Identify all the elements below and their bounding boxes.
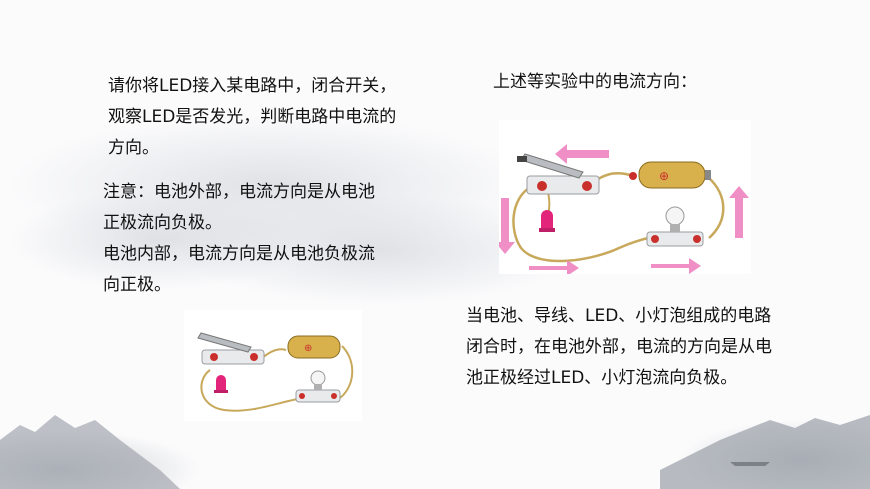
wire (261, 348, 287, 359)
conclusion-line-3: 池正极经过LED、小灯泡流向负极。 (466, 368, 738, 388)
led-icon (216, 375, 226, 390)
conclusion-line-1: 当电池、导线、LED、小灯泡组成的电路 (466, 306, 772, 326)
current-arrow-left (499, 198, 515, 254)
circuit-figure-small: ⊕ (184, 310, 362, 421)
switch-base (201, 349, 265, 365)
switch-lever (197, 332, 252, 353)
note-line-3: 电池内部，电流方向是从电池负极流 (103, 244, 375, 264)
circuit-figure-with-arrows: ⊕ (499, 120, 751, 274)
wire (200, 369, 305, 412)
bulb-icon (310, 370, 326, 386)
conclusion-paragraph: 当电池、导线、LED、小灯泡组成的电路 闭合时，在电池外部，电流的方向是从电 池… (466, 301, 772, 394)
intro-line-1: 请你将LED接入某电路中，闭合开关， (108, 76, 397, 96)
battery-plus-icon: ⊕ (304, 343, 312, 354)
current-arrow-top (555, 144, 609, 164)
wire (708, 177, 725, 239)
battery-plus-icon: ⊕ (659, 169, 669, 183)
battery-body (638, 161, 706, 189)
current-arrow-bottom-left (529, 260, 579, 274)
battery-body (287, 335, 341, 359)
note-line-1: 注意：电池外部，电流方向是从电池 (103, 182, 375, 202)
bulb-icon (665, 206, 685, 226)
intro-paragraph: 请你将LED接入某电路中，闭合开关， 观察LED是否发光，判断电路中电流的 方向… (108, 71, 396, 164)
conclusion-line-2: 闭合时，在电池外部，电流的方向是从电 (466, 337, 772, 357)
current-arrow-right (729, 186, 749, 238)
note-line-4: 向正极。 (103, 275, 171, 295)
intro-line-2: 观察LED是否发光，判断电路中电流的 (108, 107, 397, 127)
wire (512, 186, 659, 263)
right-title: 上述等实验中的电流方向： (493, 72, 697, 92)
wire (339, 345, 354, 399)
led-icon (541, 210, 553, 228)
note-line-2: 正极流向负极。 (103, 213, 222, 233)
intro-line-3: 方向。 (108, 138, 159, 158)
note-paragraph: 注意：电池外部，电流方向是从电池 正极流向负极。 电池内部，电流方向是从电池负极… (103, 177, 375, 301)
current-arrow-bottom-right (651, 258, 701, 274)
